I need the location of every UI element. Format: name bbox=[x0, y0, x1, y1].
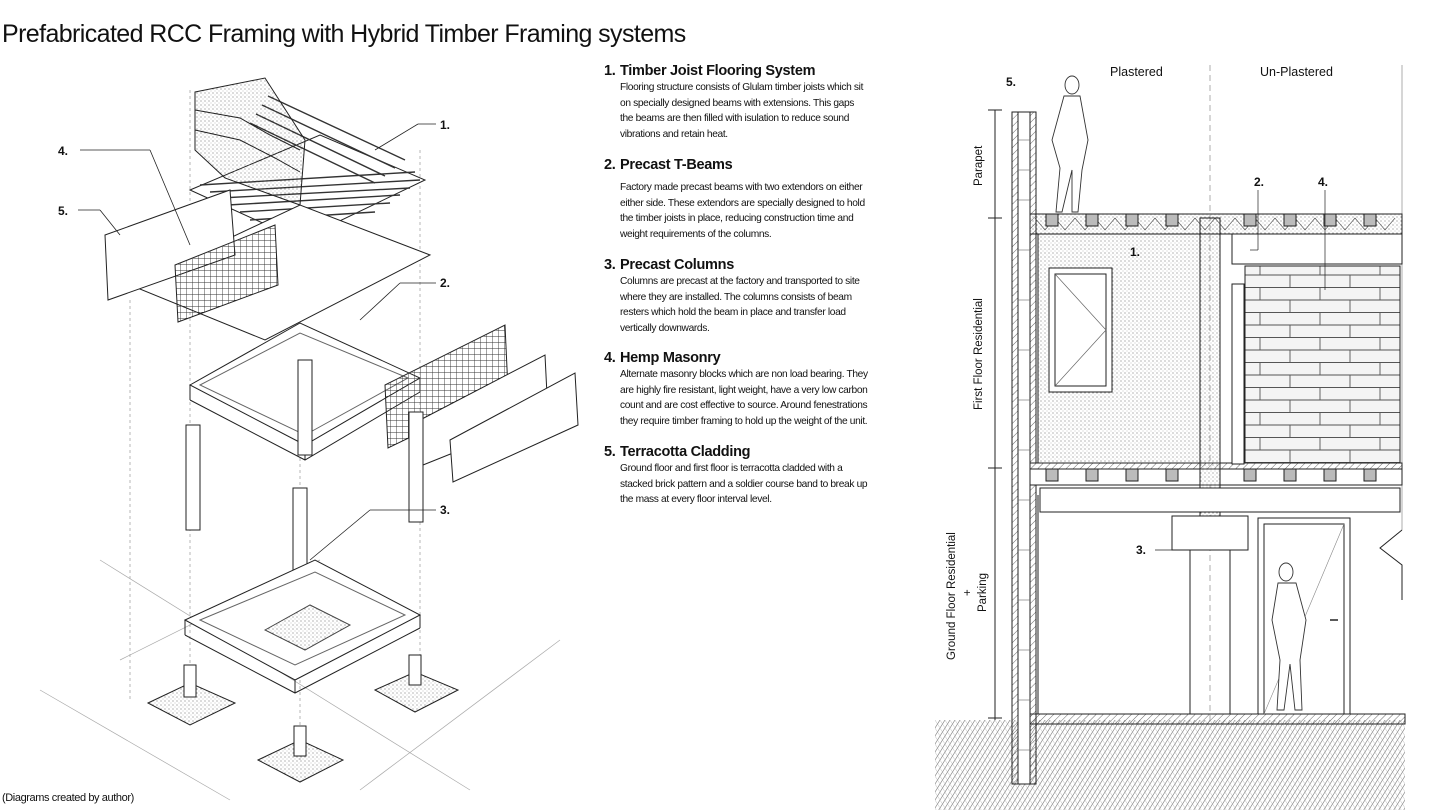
note-heading: Precast T-Beams bbox=[620, 157, 733, 173]
diagram-title: Prefabricated RCC Framing with Hybrid Ti… bbox=[2, 20, 686, 48]
ground-floor-label: Ground Floor Residential bbox=[946, 532, 958, 660]
first-floor-label: First Floor Residential bbox=[973, 298, 985, 410]
wall-section: Plastered Un-Plastered 5. 1. 2. 4. 3. Pa… bbox=[935, 65, 1406, 810]
note-body: Ground floor and first floor is terracot… bbox=[620, 463, 868, 506]
note-body: Alternate masonry blocks which are non l… bbox=[620, 369, 868, 428]
hemp-masonry-wall bbox=[1231, 233, 1403, 465]
axon-label-4: 4. bbox=[58, 144, 68, 158]
note-heading: Precast Columns bbox=[620, 257, 734, 273]
person-figure-ground bbox=[1271, 562, 1307, 711]
unplastered-label: Un-Plastered bbox=[1260, 65, 1333, 79]
exploded-axonometric: 1. 2. 3. 4. 5. bbox=[39, 77, 579, 801]
note-heading: Timber Joist Flooring System bbox=[620, 63, 816, 79]
note-precast-columns: 3.Precast Columns Columns are precast at… bbox=[604, 256, 944, 337]
person-figure-roof bbox=[1051, 75, 1089, 213]
joist-floor-deck bbox=[188, 77, 427, 241]
credit-caption: (Diagrams created by author) bbox=[2, 792, 134, 804]
note-hemp-masonry: 4.Hemp Masonry Alternate masonry blocks … bbox=[604, 349, 944, 430]
note-heading: Terracotta Cladding bbox=[620, 444, 751, 460]
note-body: Flooring structure consists of Glulam ti… bbox=[620, 82, 864, 141]
central-column bbox=[1199, 217, 1221, 517]
note-timber-joist: 1.Timber Joist Flooring System Flooring … bbox=[604, 62, 944, 143]
note-body: Columns are precast at the factory and t… bbox=[620, 276, 860, 335]
precast-columns bbox=[185, 359, 424, 594]
cladding-panel-right-2 bbox=[449, 372, 579, 483]
note-number: 1. bbox=[604, 63, 616, 79]
axon-label-1: 1. bbox=[440, 118, 450, 132]
note-number: 5. bbox=[604, 444, 616, 460]
plus-label: + bbox=[962, 589, 974, 596]
ground-earth bbox=[935, 720, 1405, 810]
section-label-3: 3. bbox=[1136, 543, 1146, 557]
masonry-grid-upper bbox=[174, 224, 279, 323]
plastered-label: Plastered bbox=[1110, 65, 1163, 79]
note-number: 4. bbox=[604, 350, 616, 366]
note-heading: Hemp Masonry bbox=[620, 350, 721, 366]
parking-label: Parking bbox=[977, 573, 989, 612]
section-label-5: 5. bbox=[1006, 75, 1016, 89]
door bbox=[1257, 517, 1351, 715]
section-label-1: 1. bbox=[1130, 245, 1140, 259]
window bbox=[1048, 267, 1113, 393]
note-terracotta-cladding: 5.Terracotta Cladding Ground floor and f… bbox=[604, 443, 944, 508]
section-label-4: 4. bbox=[1318, 175, 1328, 189]
axon-label-3: 3. bbox=[440, 503, 450, 517]
note-number: 2. bbox=[604, 157, 616, 173]
footings bbox=[146, 654, 460, 783]
note-number: 3. bbox=[604, 257, 616, 273]
ground-slab bbox=[183, 559, 422, 694]
note-precast-t-beams: 2.Precast T-Beams Factory made precast b… bbox=[604, 156, 944, 243]
section-label-2: 2. bbox=[1254, 175, 1264, 189]
axon-label-5: 5. bbox=[58, 204, 68, 218]
note-body: Factory made precast beams with two exte… bbox=[620, 182, 865, 241]
axon-label-2: 2. bbox=[440, 276, 450, 290]
parapet-label: Parapet bbox=[973, 145, 985, 186]
